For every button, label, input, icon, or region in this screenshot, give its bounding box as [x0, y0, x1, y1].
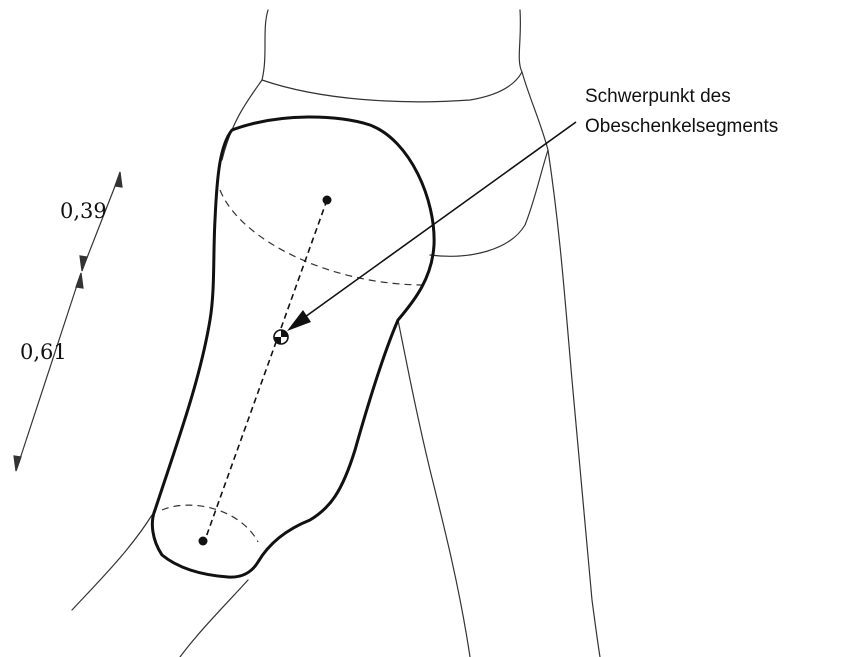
crotch-line: [430, 150, 548, 256]
right-leg-inner-contour: [398, 320, 470, 657]
distal-joint-point: [199, 537, 208, 546]
calf-contour: [180, 580, 248, 657]
upper-cross-section: [220, 190, 425, 285]
annotation-arrow-line: [298, 122, 576, 322]
center-of-mass-label-line2: Obeschenkelsegments: [585, 112, 778, 142]
center-of-mass-label: Schwerpunkt des Obeschenkelsegments: [585, 82, 778, 142]
center-of-mass-label-line1: Schwerpunkt des: [585, 82, 778, 112]
upper-ratio-arrowhead-top: [115, 172, 122, 187]
upper-ratio-arrowhead-bottom: [80, 256, 87, 271]
waistband-line: [262, 72, 522, 102]
proximal-joint-point: [323, 196, 332, 205]
ratio-label-lower: 0,61: [20, 340, 67, 364]
ratio-label-upper: 0,39: [60, 199, 107, 223]
lower-ratio-arrowhead-top: [76, 273, 83, 288]
segment-axis: [205, 200, 327, 540]
lower-ratio-arrowhead-bottom: [14, 456, 21, 471]
lower-cross-section: [162, 505, 258, 542]
lower-ratio-line: [17, 276, 80, 468]
annotation-arrowhead: [287, 310, 311, 331]
center-of-mass-marker: [274, 330, 288, 344]
knee-left-contour: [72, 515, 152, 610]
thigh-segment-outline: [152, 117, 434, 577]
